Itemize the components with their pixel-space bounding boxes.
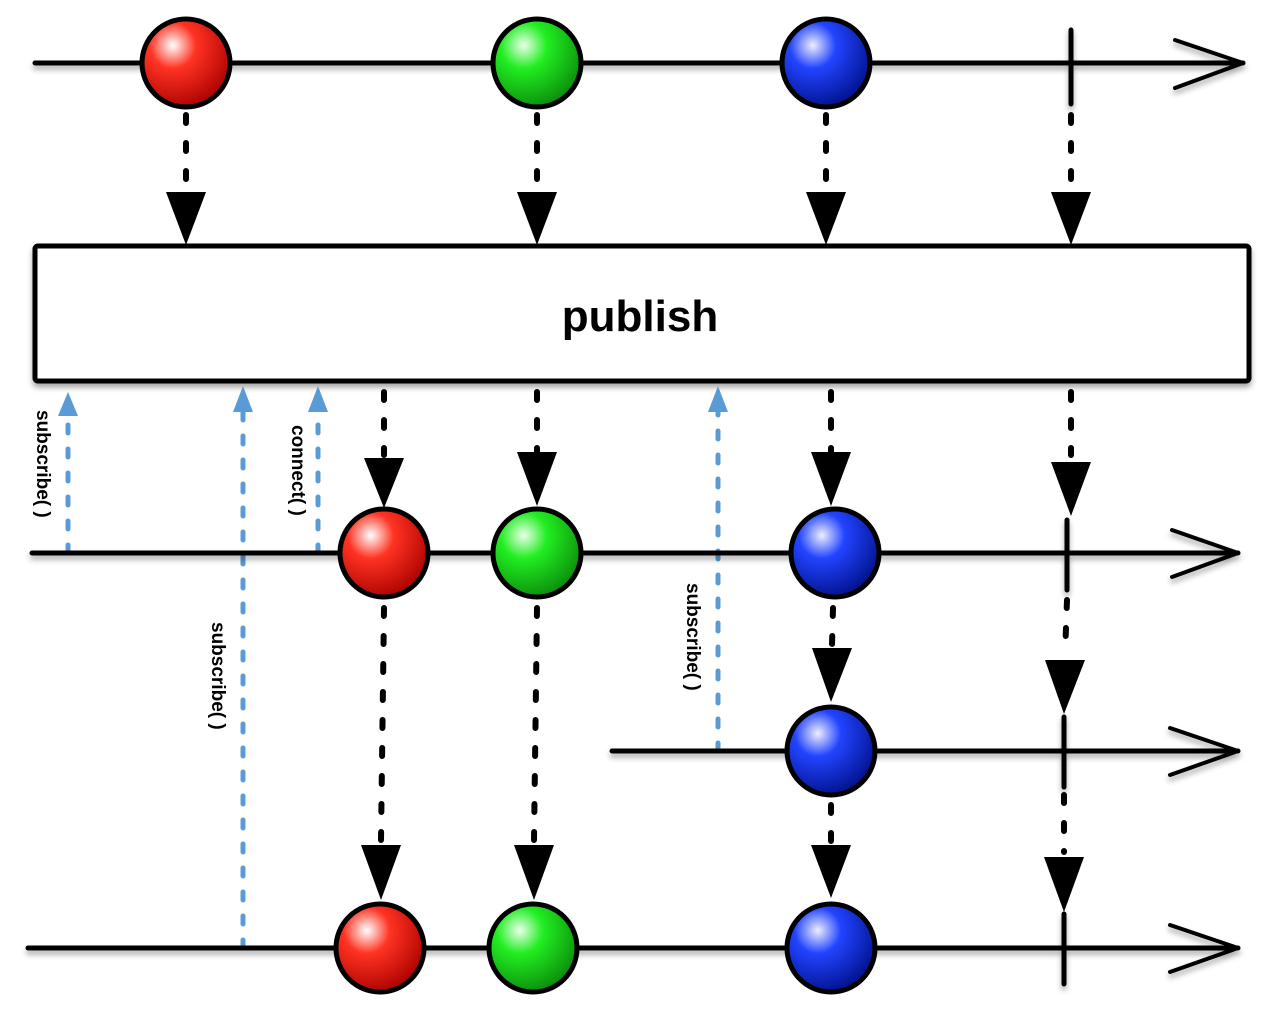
source-marble-blue (779, 16, 873, 110)
subscribe-label-1: subscribe( ) (32, 410, 53, 518)
connect-label: connect( ) (287, 425, 308, 516)
subscriber-1-marble-blue (788, 506, 882, 600)
subscriber-2-marble-green (486, 901, 580, 995)
emission-arrows-lower (361, 597, 1085, 912)
subscriber-2-timeline (25, 911, 1241, 987)
subscribe-label-3: subscribe( ) (682, 583, 703, 691)
subscriber-2-marble-blue (784, 901, 878, 995)
subscriber-3-marble-blue (784, 704, 878, 798)
source-marble-green (490, 16, 584, 110)
emission-arrows-in (166, 112, 1091, 245)
subscriber-2-marble-red (333, 901, 427, 995)
call-arrows (58, 386, 728, 951)
source-timeline (32, 27, 1246, 107)
subscriber-1-marble-red (337, 506, 431, 600)
source-marble-red (139, 16, 233, 110)
subscriber-1-timeline (29, 517, 1241, 593)
subscribe-label-2: subscribe( ) (207, 622, 228, 730)
operator-label: publish (562, 292, 718, 341)
subscriber-1-marble-green (490, 506, 584, 600)
subscriber-3-timeline (609, 714, 1241, 790)
emission-arrows-out (364, 389, 1091, 516)
operator-box: publish (32, 243, 1252, 384)
